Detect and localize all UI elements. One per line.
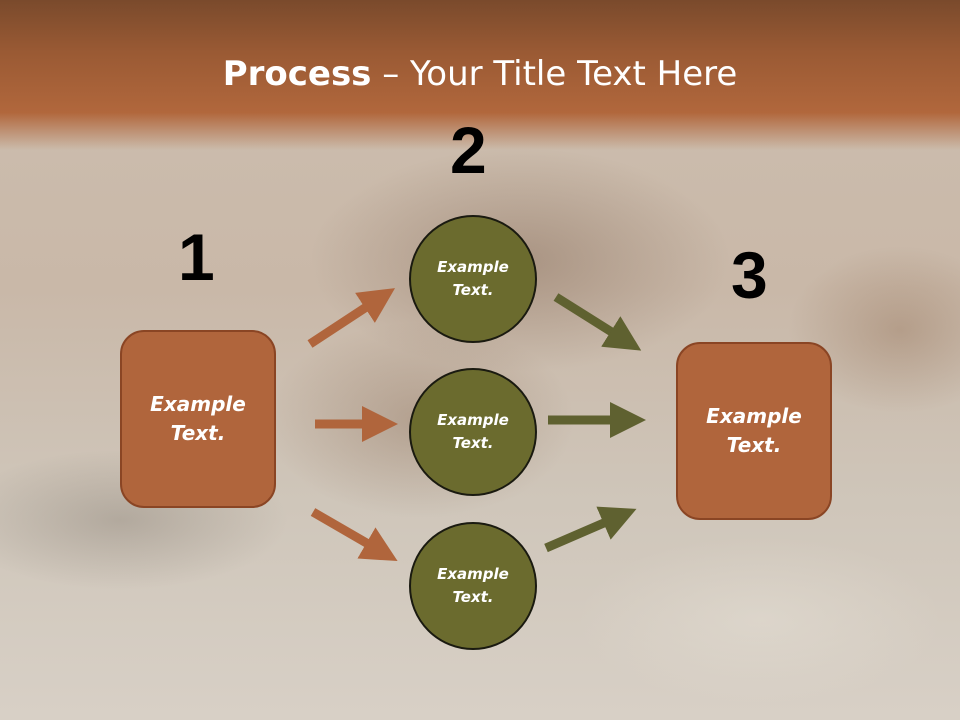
start-box-line2: Text. [170,421,226,445]
end-box-line1: Example [706,404,802,428]
start-box-line1: Example [150,392,246,416]
arrow-start-to-bottom [310,508,398,562]
step-number-3: 3 [731,238,768,312]
step-number-2: 2 [450,113,487,187]
circle-middle-line1: Example [437,411,509,429]
start-box: Example Text. [120,330,276,508]
arrow-start-to-top [307,288,396,348]
title-rest: – Your Title Text Here [371,54,738,94]
title-bold: Process [222,54,372,94]
step-circle-top: Example Text. [409,215,537,343]
circle-middle-line2: Text. [452,434,494,452]
circle-top-line1: Example [437,258,509,276]
circle-top-line2: Text. [452,281,494,299]
step-circle-bottom: Example Text. [409,522,537,650]
circle-bottom-line2: Text. [452,588,494,606]
arrow-top-to-end [553,293,642,351]
circle-bottom-line1: Example [437,565,509,583]
title-banner [0,0,960,150]
step-number-1: 1 [178,220,215,294]
arrow-bottom-to-end [544,506,637,553]
step-circle-middle: Example Text. [409,368,537,496]
end-box: Example Text. [676,342,832,520]
end-box-line2: Text. [726,433,782,457]
slide-title: Process – Your Title Text Here [0,52,960,96]
